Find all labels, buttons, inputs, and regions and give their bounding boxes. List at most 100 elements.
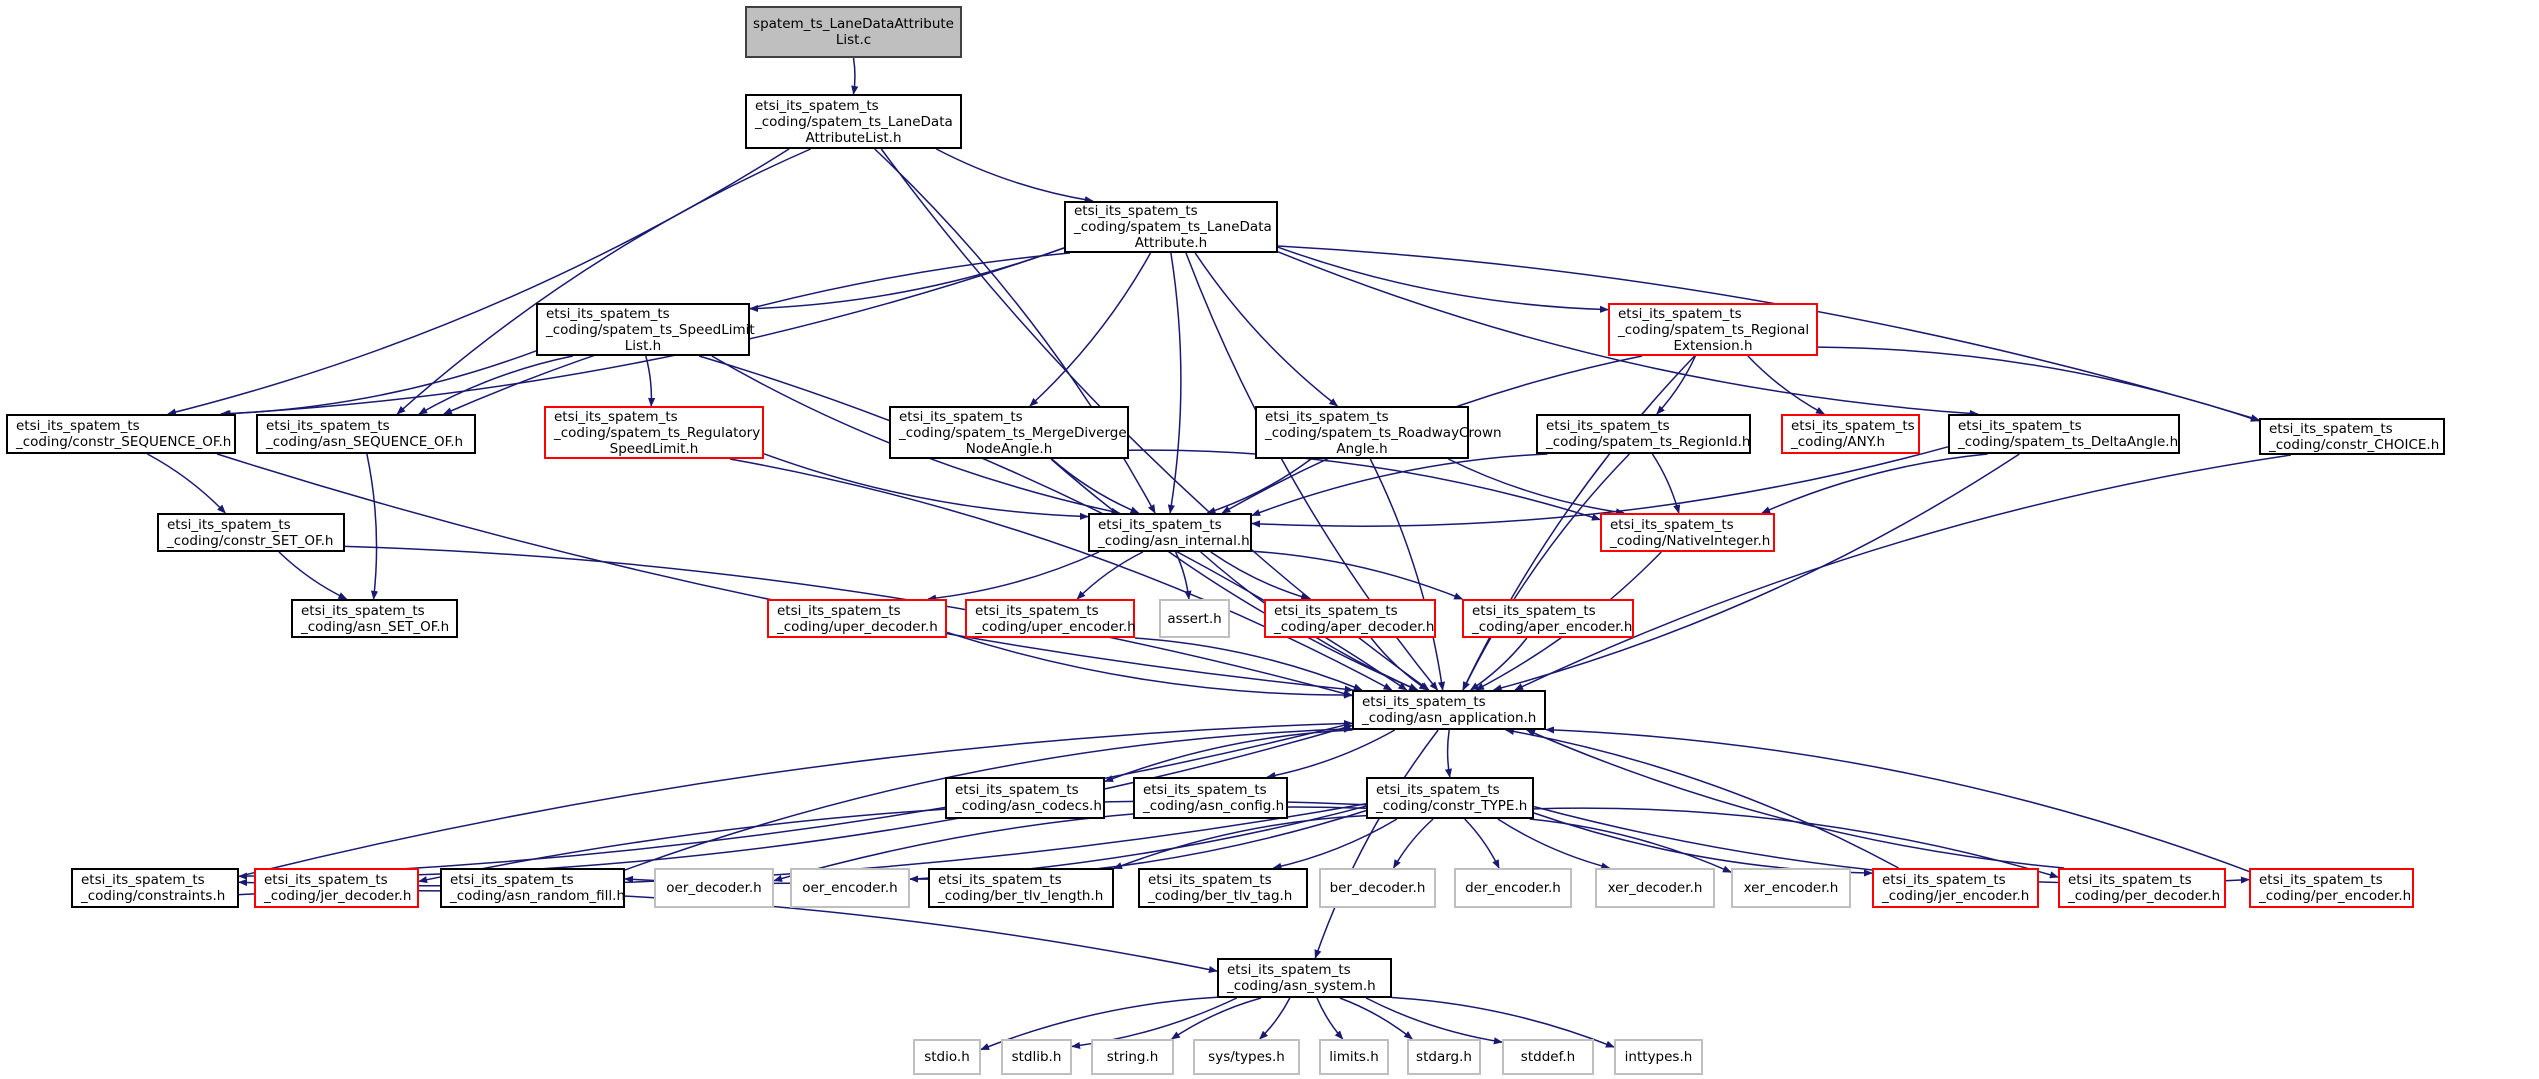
edge-perd-to-app	[1526, 729, 2065, 869]
edge-lda-to-cseqof	[221, 247, 1065, 418]
edge-system-to-stdarg	[1339, 997, 1413, 1040]
node-label-line: SpeedLimit.h	[609, 440, 699, 457]
node-pere[interactable]: etsi_its_spatem_ts_coding/per_encoder.h	[2249, 868, 2414, 908]
edge-ldal-to-lda	[935, 148, 1094, 204]
node-berd[interactable]: ber_decoder.h	[1319, 868, 1436, 908]
node-mdna[interactable]: etsi_its_spatem_ts_coding/spatem_ts_Merg…	[889, 406, 1129, 459]
edge-sll-to-rsl	[645, 355, 656, 407]
node-label-line: etsi_its_spatem_ts	[301, 602, 425, 619]
node-bertl[interactable]: etsi_its_spatem_ts_coding/ber_tlv_length…	[928, 868, 1114, 908]
edge-aseqof-to-asetof	[366, 453, 379, 600]
node-label-line: etsi_its_spatem_ts	[777, 602, 901, 619]
edge-system-to-inttypes	[1391, 996, 1615, 1048]
node-ldal[interactable]: etsi_its_spatem_ts_coding/spatem_ts_Lane…	[745, 94, 962, 149]
node-codecs[interactable]: etsi_its_spatem_ts_coding/asn_codecs.h	[945, 777, 1105, 819]
node-label-line: _coding/spatem_ts_MergeDiverge	[899, 424, 1127, 441]
node-label-line: _coding/constr_CHOICE.h	[2269, 436, 2440, 453]
node-perd[interactable]: etsi_its_spatem_ts_coding/per_decoder.h	[2058, 868, 2226, 908]
node-stdlib[interactable]: stdlib.h	[1001, 1039, 1072, 1075]
edge-csetof-to-asetof	[278, 551, 348, 600]
node-xere[interactable]: xer_encoder.h	[1731, 868, 1851, 908]
node-rca[interactable]: etsi_its_spatem_ts_coding/spatem_ts_Road…	[1255, 406, 1502, 459]
node-label-line: etsi_its_spatem_ts	[1376, 782, 1500, 798]
node-label-line: _coding/NativeInteger.h	[1610, 532, 1771, 549]
node-config[interactable]: etsi_its_spatem_ts_coding/asn_config.h	[1133, 777, 1288, 819]
edge-type-to-dere	[1464, 818, 1500, 869]
edge-internal-to-aperd	[1210, 551, 1311, 601]
edge-sll-to-aseqof	[418, 355, 573, 415]
edge-system-to-stddef	[1365, 997, 1503, 1045]
node-rfill[interactable]: etsi_its_spatem_ts_coding/asn_random_fil…	[440, 868, 625, 908]
edge-aperd-to-app	[1370, 637, 1429, 691]
edge-upere-to-app	[1134, 637, 1363, 691]
node-label-line: stdlib.h	[1011, 1049, 1062, 1065]
node-label-line: _coding/spatem_ts_RoadwayCrown	[1265, 424, 1502, 441]
node-label-line: _coding/asn_config.h	[1143, 798, 1285, 814]
node-cseqof[interactable]: etsi_its_spatem_ts_coding/constr_SEQUENC…	[6, 414, 236, 454]
node-inttypes[interactable]: inttypes.h	[1614, 1039, 1703, 1075]
node-nint[interactable]: etsi_its_spatem_ts_coding/NativeInteger.…	[1600, 513, 1775, 552]
node-dere[interactable]: der_encoder.h	[1454, 868, 1572, 908]
node-label-line: etsi_its_spatem_ts	[1546, 418, 1670, 434]
node-lda[interactable]: etsi_its_spatem_ts_coding/spatem_ts_Lane…	[1064, 201, 1278, 253]
edge-system-to-string	[1170, 997, 1262, 1040]
node-apere[interactable]: etsi_its_spatem_ts_coding/aper_encoder.h	[1462, 599, 1634, 638]
node-system[interactable]: etsi_its_spatem_ts_coding/asn_system.h	[1217, 958, 1392, 998]
edge-app-to-codecs	[1104, 729, 1353, 783]
edge-internal-to-apere	[1251, 550, 1464, 600]
node-oerd[interactable]: oer_decoder.h	[654, 868, 774, 908]
edge-type-to-bertl	[1113, 814, 1367, 870]
node-sll[interactable]: etsi_its_spatem_ts_coding/spatem_ts_Spee…	[536, 303, 755, 356]
node-label-line: string.h	[1106, 1049, 1159, 1065]
node-label-line: etsi_its_spatem_ts	[16, 418, 140, 434]
node-label-line: etsi_its_spatem_ts	[1148, 872, 1272, 888]
node-label-line: List.c	[835, 32, 872, 48]
node-jere[interactable]: etsi_its_spatem_ts_coding/jer_encoder.h	[1872, 868, 2039, 908]
node-aseqof[interactable]: etsi_its_spatem_ts_coding/asn_SEQUENCE_O…	[256, 414, 476, 454]
node-jerd[interactable]: etsi_its_spatem_ts_coding/jer_decoder.h	[254, 868, 419, 908]
node-aperd[interactable]: etsi_its_spatem_ts_coding/aper_decoder.h	[1264, 599, 1436, 638]
edge-uperd-to-app	[946, 631, 1353, 699]
node-systypes[interactable]: sys/types.h	[1193, 1039, 1300, 1075]
node-rsl[interactable]: etsi_its_spatem_ts_coding/spatem_ts_Regu…	[544, 406, 764, 459]
node-da[interactable]: etsi_its_spatem_ts_coding/spatem_ts_Delt…	[1948, 414, 2180, 454]
node-assert[interactable]: assert.h	[1159, 599, 1230, 638]
node-uperd[interactable]: etsi_its_spatem_ts_coding/uper_decoder.h	[767, 599, 947, 638]
node-constraints[interactable]: etsi_its_spatem_ts_coding/constraints.h	[71, 868, 239, 908]
node-asetof[interactable]: etsi_its_spatem_ts_coding/asn_SET_OF.h	[291, 599, 458, 638]
node-string[interactable]: string.h	[1091, 1039, 1174, 1075]
node-csetof[interactable]: etsi_its_spatem_ts_coding/constr_SET_OF.…	[157, 513, 345, 552]
node-any[interactable]: etsi_its_spatem_ts_coding/ANY.h	[1781, 414, 1920, 454]
node-rid[interactable]: etsi_its_spatem_ts_coding/spatem_ts_Regi…	[1536, 414, 1751, 454]
node-type[interactable]: etsi_its_spatem_ts_coding/constr_TYPE.h	[1366, 777, 1534, 819]
node-app[interactable]: etsi_its_spatem_ts_coding/asn_applicatio…	[1352, 690, 1546, 730]
node-upere[interactable]: etsi_its_spatem_ts_coding/uper_encoder.h	[965, 599, 1136, 638]
edge-rext-to-rid	[1656, 355, 1697, 415]
node-label-line: _coding/spatem_ts_DeltaAngle.h	[1958, 434, 2179, 450]
node-label-line: _coding/jer_decoder.h	[264, 888, 412, 904]
node-label-line: xer_encoder.h	[1743, 880, 1839, 896]
node-label-line: _coding/asn_system.h	[1227, 978, 1376, 994]
node-stdarg[interactable]: stdarg.h	[1407, 1039, 1481, 1075]
node-limits[interactable]: limits.h	[1319, 1039, 1389, 1075]
node-xerd[interactable]: xer_decoder.h	[1595, 868, 1715, 908]
node-bertt[interactable]: etsi_its_spatem_ts_coding/ber_tlv_tag.h	[1138, 868, 1308, 908]
edge-da-to-nint	[1761, 453, 1988, 514]
edge-rext-to-app	[1462, 355, 1696, 691]
node-choice[interactable]: etsi_its_spatem_ts_coding/constr_CHOICE.…	[2259, 418, 2445, 455]
node-stdio[interactable]: stdio.h	[913, 1039, 981, 1075]
node-oere[interactable]: oer_encoder.h	[790, 868, 910, 908]
node-label-line: etsi_its_spatem_ts	[1098, 516, 1222, 533]
node-label-line: etsi_its_spatem_ts	[450, 872, 574, 888]
node-label-line: etsi_its_spatem_ts	[167, 516, 291, 533]
node-label-line: etsi_its_spatem_ts	[1362, 694, 1486, 710]
node-internal[interactable]: etsi_its_spatem_ts_coding/asn_internal.h	[1088, 513, 1252, 552]
edge-da-to-internal	[1251, 446, 1949, 528]
node-label-line: etsi_its_spatem_ts	[1143, 782, 1267, 798]
node-label-line: etsi_its_spatem_ts	[264, 872, 388, 888]
node-label-line: inttypes.h	[1624, 1049, 1693, 1065]
edge-pere-to-app	[1545, 726, 2250, 873]
node-rext[interactable]: etsi_its_spatem_ts_coding/spatem_ts_Regi…	[1608, 303, 1818, 356]
node-stddef[interactable]: stddef.h	[1502, 1039, 1594, 1075]
